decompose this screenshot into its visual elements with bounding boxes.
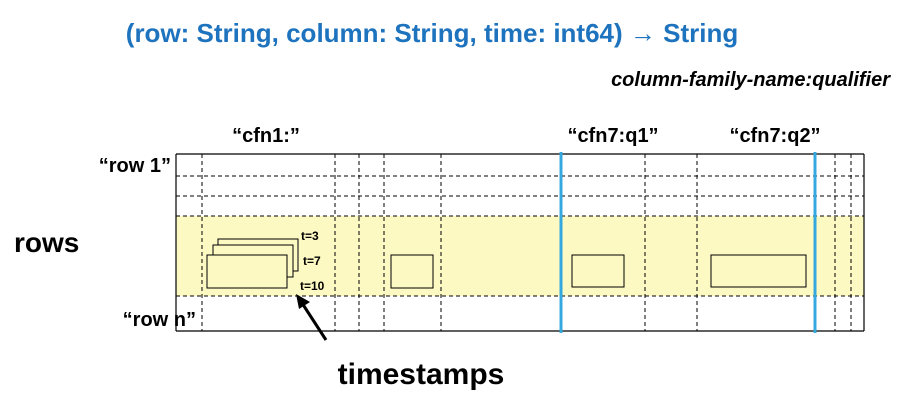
versioned-cell-stack xyxy=(206,238,299,289)
cell-value-cfn7-q2 xyxy=(710,254,807,288)
version-label-t7: t=7 xyxy=(303,254,321,268)
column-key-format: column-family-name:qualifier xyxy=(611,69,891,91)
column-header-cfn1: “cfn1:” xyxy=(232,125,300,147)
version-label-t3: t=3 xyxy=(301,229,319,243)
rows-axis-label: rows xyxy=(14,227,79,258)
cell-value xyxy=(390,254,434,289)
model-signature: (row: String, column: String, time: int6… xyxy=(126,18,738,48)
row-label-first: “row 1” xyxy=(99,155,171,177)
timestamps-arrow xyxy=(296,294,328,341)
version-label-t10: t=10 xyxy=(300,279,325,293)
column-header-cfn7-q2: “cfn7:q2” xyxy=(729,125,820,147)
column-header-cfn7-q1: “cfn7:q1” xyxy=(567,125,658,147)
timestamps-label: timestamps xyxy=(338,358,505,391)
cell-value-cfn7-q1 xyxy=(571,254,625,288)
table-grid xyxy=(175,153,865,332)
row-label-last: “row n” xyxy=(123,309,196,331)
